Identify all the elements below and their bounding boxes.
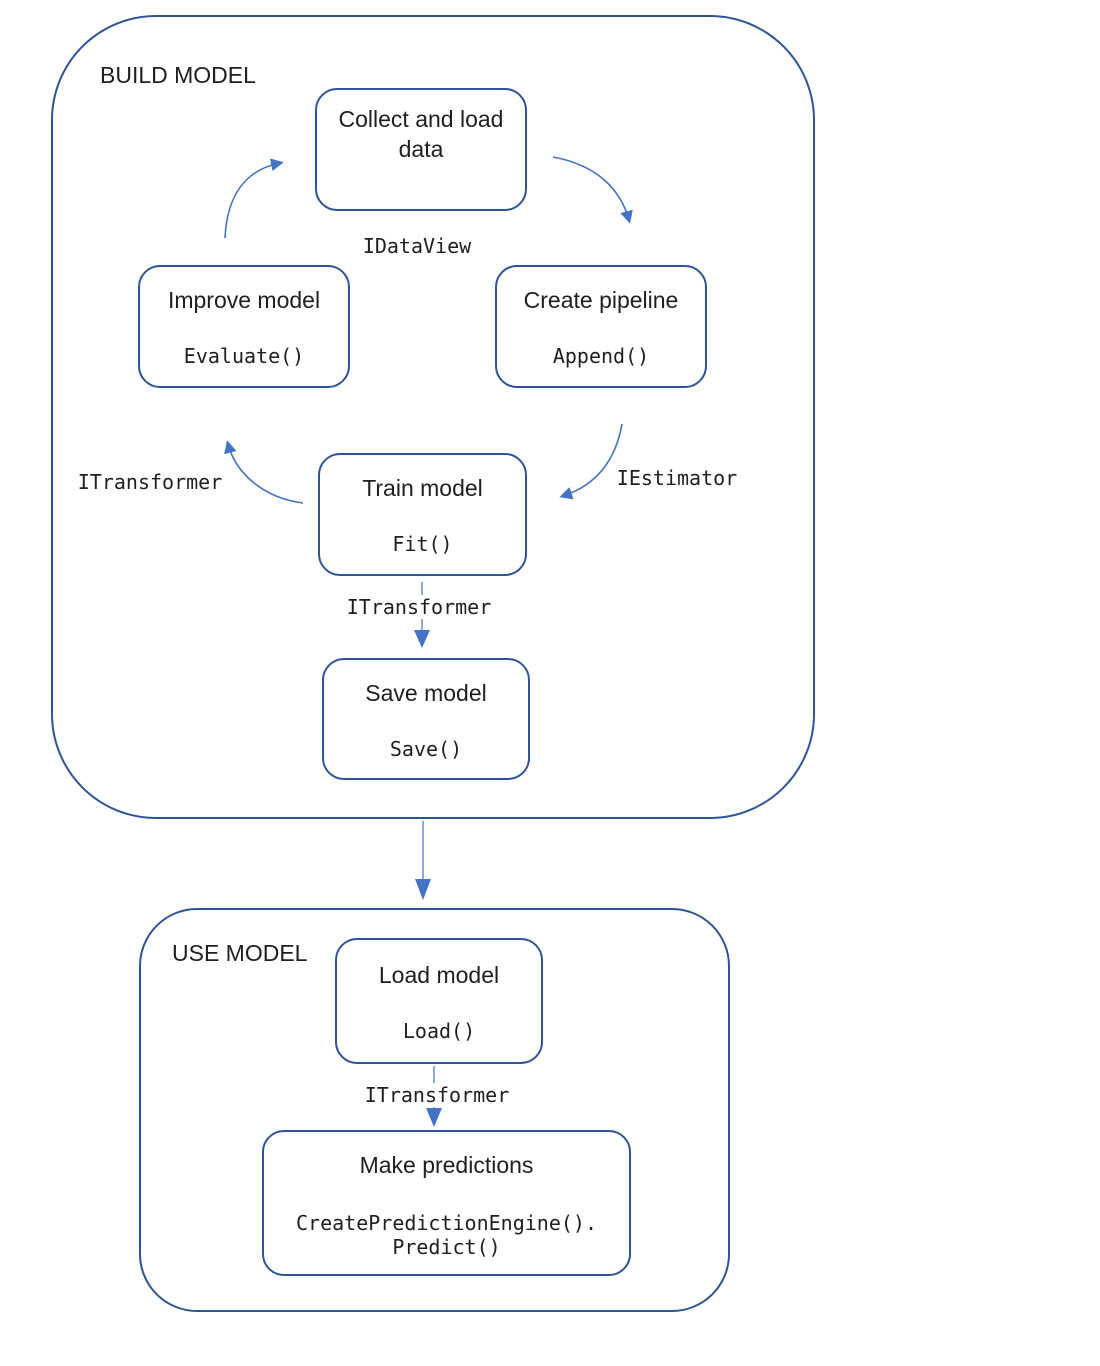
edge-label-idataview: IDataView (362, 234, 472, 258)
node-collect-and-load-data: Collect and load data (315, 88, 527, 211)
node-create-pipeline: Create pipeline Append() (495, 265, 707, 388)
node-save-model: Save model Save() (322, 658, 530, 780)
use-model-section-label: USE MODEL (172, 940, 308, 966)
edge-label-itransformer-improve-collect: ITransformer (77, 470, 223, 494)
node-title: Improve model (167, 287, 321, 313)
node-title: Make predictions (359, 1152, 534, 1178)
node-make-predictions: Make predictions CreatePredictionEngine(… (262, 1130, 631, 1276)
build-model-section-label: BUILD MODEL (100, 62, 256, 88)
edge-label-iestimator: IEstimator (616, 466, 738, 490)
edge-label-itransformer-load-predict: ITransformer (359, 1083, 515, 1107)
node-train-model: Train model Fit() (318, 453, 527, 576)
node-title: Collect and load data (338, 106, 504, 162)
arrow-build-to-use-head (415, 879, 431, 900)
node-code: Fit() (392, 532, 453, 556)
use-model-section (139, 908, 730, 1312)
node-title: Load model (378, 962, 500, 988)
build-model-section (51, 15, 815, 819)
node-code: Save() (389, 737, 463, 761)
node-code: CreatePredictionEngine(). Predict() (295, 1211, 598, 1259)
node-code: Evaluate() (183, 344, 305, 368)
edge-label-itransformer-train-save: ITransformer (341, 595, 497, 619)
node-improve-model: Improve model Evaluate() (138, 265, 350, 388)
node-title: Save model (365, 680, 487, 706)
node-code: Append() (552, 344, 650, 368)
node-load-model: Load model Load() (335, 938, 543, 1064)
node-title: Create pipeline (523, 287, 679, 313)
node-title: Train model (362, 475, 483, 501)
node-code: Load() (402, 1019, 476, 1043)
